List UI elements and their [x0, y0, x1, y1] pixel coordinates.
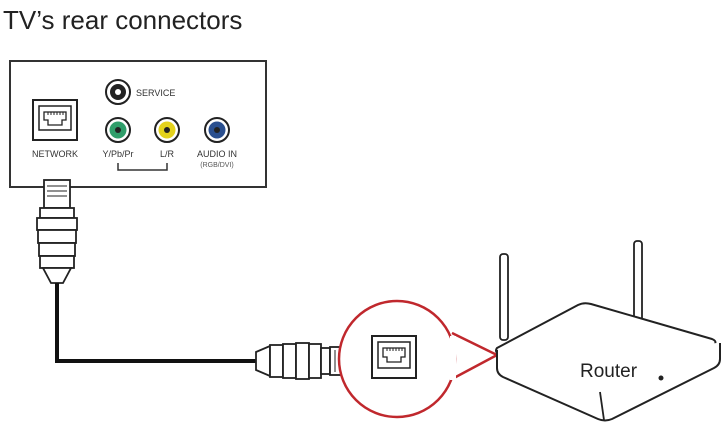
lr-jack-label: L/R	[160, 149, 175, 159]
router-label: Router	[580, 361, 638, 382]
service-jack-icon	[105, 79, 131, 105]
audio-in-jack-icon	[204, 117, 230, 143]
component-jack-icon	[105, 117, 131, 143]
network-port-label: NETWORK	[32, 149, 78, 159]
callout-pointer	[451, 331, 499, 381]
ethernet-cable	[36, 179, 357, 380]
diagram-title: TV’s rear connectors	[3, 5, 242, 35]
router-icon	[495, 240, 721, 422]
router-lan-port-callout	[337, 299, 499, 419]
router-lan-port-icon	[371, 335, 417, 379]
tv-side-plug-icon	[36, 179, 78, 284]
tv-network-port-icon	[32, 99, 78, 141]
router-antenna-left	[499, 253, 509, 341]
audio-in-jack-sublabel: (RGB/DVI)	[200, 162, 233, 169]
lr-jack-icon	[154, 117, 180, 143]
component-jack-label: Y/Pb/Pr	[102, 149, 133, 159]
service-jack-label: SERVICE	[136, 88, 175, 98]
audio-in-jack-label: AUDIO IN	[197, 149, 237, 159]
component-group-bracket	[117, 163, 168, 171]
tv-rear-panel: NETWORK SERVICE Y/Pb/Pr L/R	[9, 60, 267, 188]
cable-wire	[55, 283, 256, 363]
